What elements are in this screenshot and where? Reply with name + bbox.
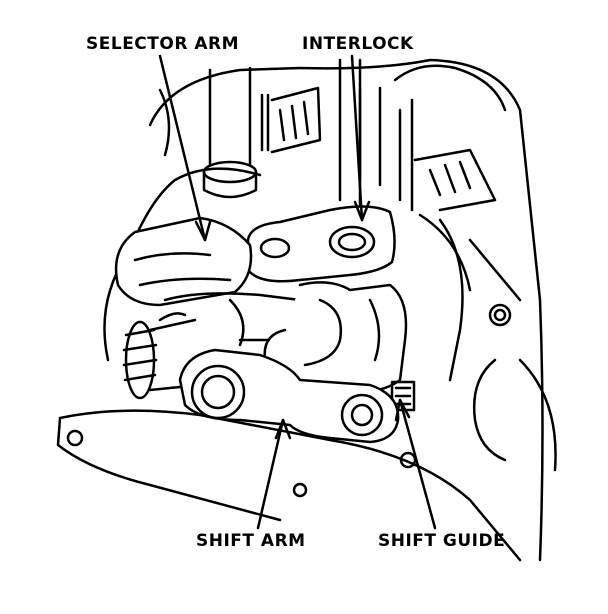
leader-lines — [158, 54, 437, 530]
interlock-plate — [246, 205, 396, 283]
selector-arm-label: SELECTOR ARM — [86, 34, 239, 54]
shift-arm — [178, 348, 400, 444]
case-bolts — [66, 303, 512, 498]
detent-spring — [122, 312, 202, 400]
main-shaft — [202, 66, 258, 199]
transmission-housing — [56, 58, 557, 562]
interlock-label: INTERLOCK — [302, 34, 414, 54]
gear-cluster — [260, 64, 507, 292]
shift-guide-label: SHIFT GUIDE — [378, 531, 506, 551]
shift-arm-label: SHIFT ARM — [196, 531, 306, 551]
